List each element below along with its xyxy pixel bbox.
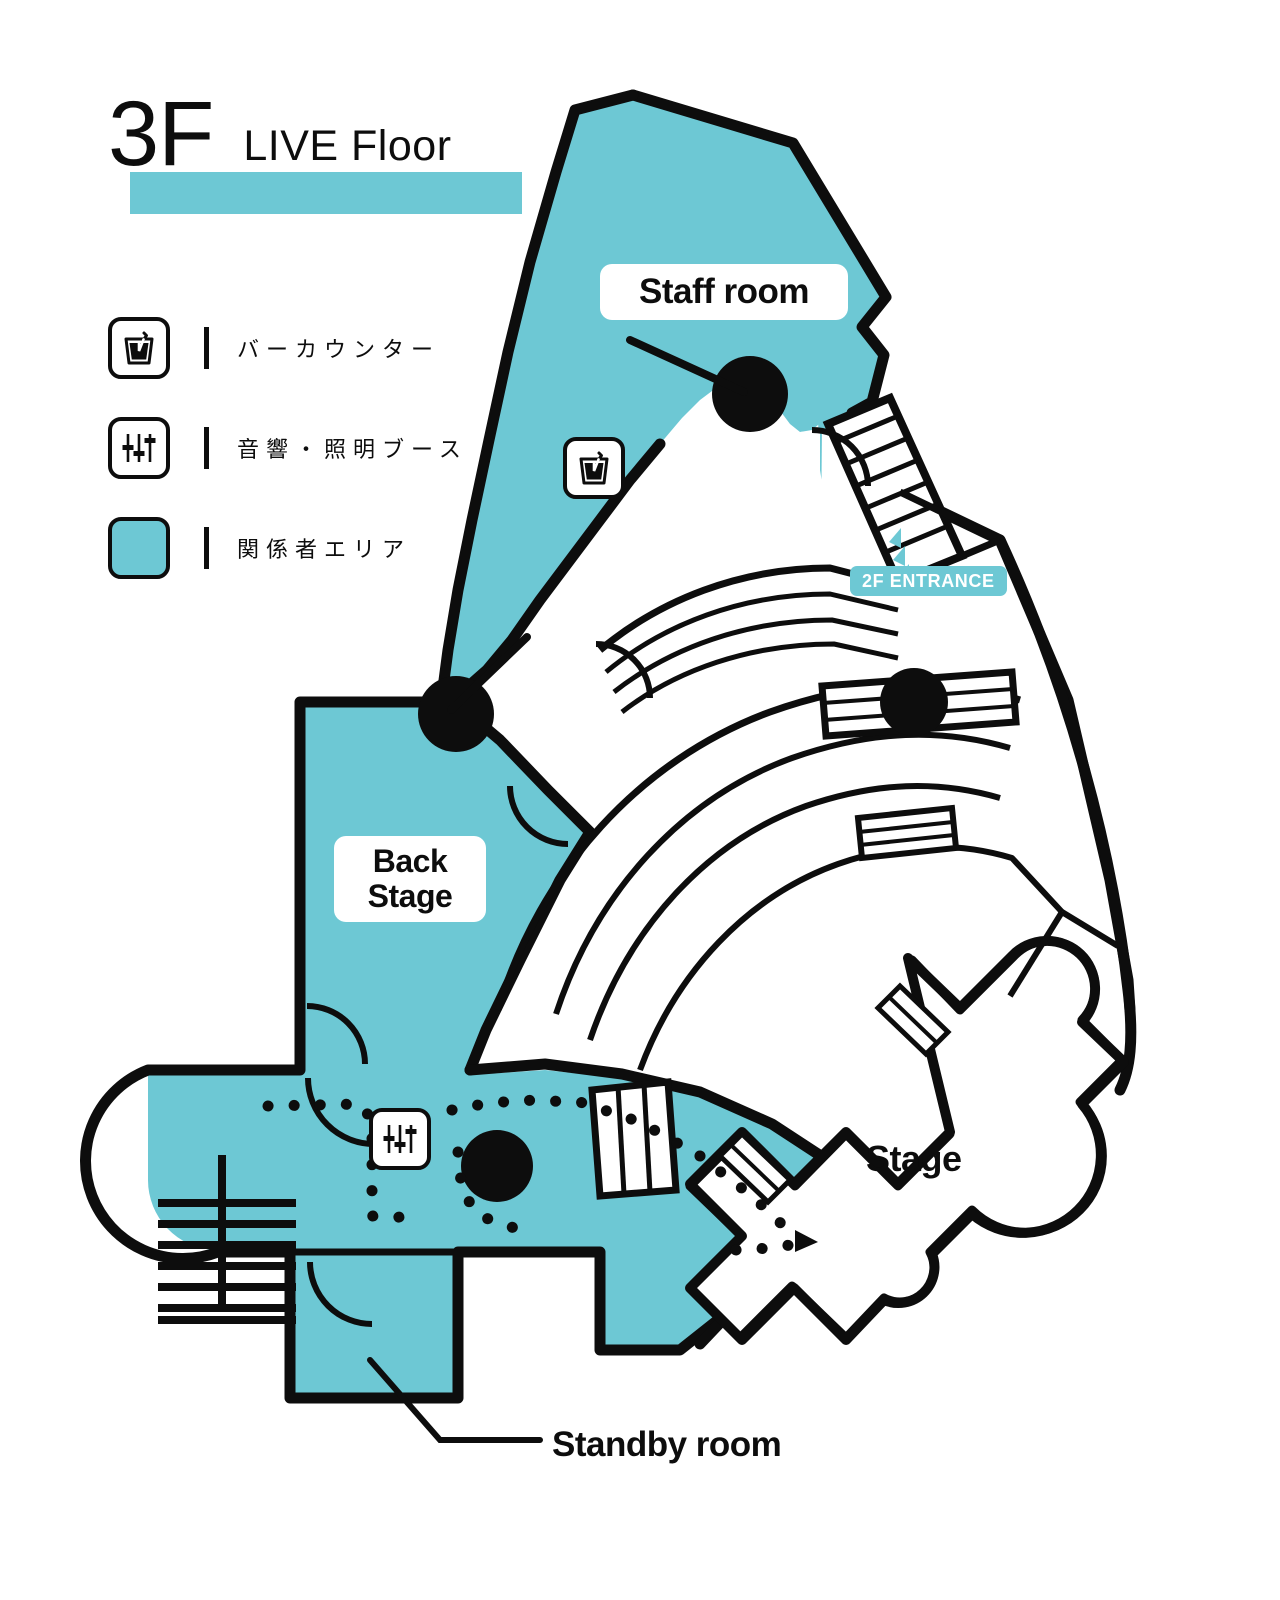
- mid-staircase: [818, 668, 1020, 740]
- marker-backstage: [418, 676, 494, 752]
- legend-label-staff-area: 関係者エリア: [237, 538, 412, 563]
- page-title: 3F LIVE Floor: [108, 83, 522, 214]
- arena-radial-2: [1007, 910, 1065, 998]
- route-arrowhead: [795, 1230, 818, 1252]
- wall-entrance-right: [960, 536, 1002, 560]
- door-swings: [305, 427, 871, 1327]
- legend-divider: [204, 327, 209, 369]
- marker-leader-lines: [447, 336, 748, 714]
- legend-item-bar-counter: バーカウンター: [108, 312, 468, 384]
- route-path: [262, 1094, 818, 1256]
- backstage-outline: [80, 696, 806, 1404]
- door-staff-room: [811, 427, 871, 487]
- staff-room-void: [542, 389, 820, 646]
- drink-cup-icon: [579, 451, 609, 485]
- corridor-stair-body: [588, 1078, 680, 1200]
- legend-label-sound-lighting-booth: 音響・照明ブース: [237, 438, 468, 463]
- legend-item-sound-lighting-booth: 音響・照明ブース: [108, 412, 468, 484]
- legend-divider: [204, 427, 209, 469]
- marker-staff-room: [712, 356, 788, 432]
- mixer-faders-icon: [383, 1125, 417, 1153]
- corridor-stair-treads: [615, 1083, 653, 1195]
- east-wall-outline: [994, 534, 1137, 1096]
- wall-details: [290, 488, 1002, 1350]
- marker-booth: [461, 1130, 533, 1202]
- label-back-stage-line2: Stage: [367, 878, 453, 914]
- map-icon-sound-lighting-booth[interactable]: [369, 1108, 431, 1170]
- badge-2f-entrance[interactable]: 2F ENTRANCE: [850, 566, 1007, 596]
- leader-standby-room: [367, 1357, 543, 1443]
- route-segment-booth: [452, 1146, 526, 1236]
- legend: バーカウンター 音響・照明ブース 関係者エリア: [108, 312, 468, 612]
- stage-body: [685, 935, 1129, 1345]
- drink-cup-icon: [124, 331, 154, 365]
- title-highlight-bar: [130, 172, 522, 214]
- floor-number: 3F: [108, 83, 214, 185]
- label-back-stage-line1: Back: [372, 843, 448, 880]
- arena-floor-arc: [637, 843, 1065, 1072]
- legend-swatch-staff-area: [108, 517, 170, 579]
- door-standby: [307, 1261, 373, 1327]
- map-icon-bar-counter[interactable]: [563, 437, 625, 499]
- stage-stair-upper-treads: [858, 820, 955, 847]
- floor-name: LIVE Floor: [243, 121, 452, 170]
- main-staircase: [158, 1155, 296, 1324]
- staff-room-area: [443, 95, 886, 702]
- tier-curve-3: [612, 617, 899, 694]
- access-markers: [418, 356, 948, 1202]
- label-standby-room: Standby room: [552, 1425, 782, 1464]
- label-back-stage: Back Stage: [334, 836, 486, 922]
- arena-radial-1: [1060, 909, 1120, 949]
- leader-staff-room: [626, 336, 748, 396]
- tier-curve-4: [620, 641, 899, 714]
- legend-swatch-booth: [108, 417, 170, 479]
- door-upper-arena: [595, 641, 653, 699]
- corridor-stair-bands: [588, 1078, 680, 1200]
- label-stage: Stage: [866, 1138, 962, 1179]
- stage-stair-upper-body: [854, 804, 960, 862]
- leader-backstage: [447, 633, 531, 714]
- legend-divider: [204, 527, 209, 569]
- stage-stair-sw-tread: [729, 1143, 781, 1193]
- tier-curve-1: [597, 564, 901, 653]
- arena-arc-inner2: [587, 783, 1001, 1041]
- stage-corner-stairs: [716, 982, 952, 1206]
- label-staff-room: Staff room: [600, 264, 848, 320]
- legend-item-staff-area: 関係者エリア: [108, 512, 468, 584]
- mixer-faders-icon: [122, 434, 156, 462]
- door-corridor-left: [305, 1077, 375, 1147]
- audience-tiers: [494, 564, 1120, 1072]
- stage-stair-upper: [854, 804, 960, 862]
- staircase-treads: [158, 1199, 296, 1312]
- entrance-staircase: [822, 392, 968, 588]
- legend-swatch-bar: [108, 317, 170, 379]
- route-segment-east: [446, 1094, 796, 1238]
- door-backstage: [306, 1003, 368, 1065]
- door-backstage-mid: [507, 785, 569, 847]
- marker-arena-upper: [880, 668, 948, 736]
- stage-stair-ne-tread: [887, 995, 939, 1045]
- arena-arc-inner: [553, 731, 1011, 1015]
- route-segment-to-stage: [730, 1238, 802, 1256]
- wall-upper-right: [898, 488, 1002, 544]
- legend-label-bar-counter: バーカウンター: [237, 338, 441, 363]
- standby-room-area: [290, 1252, 458, 1398]
